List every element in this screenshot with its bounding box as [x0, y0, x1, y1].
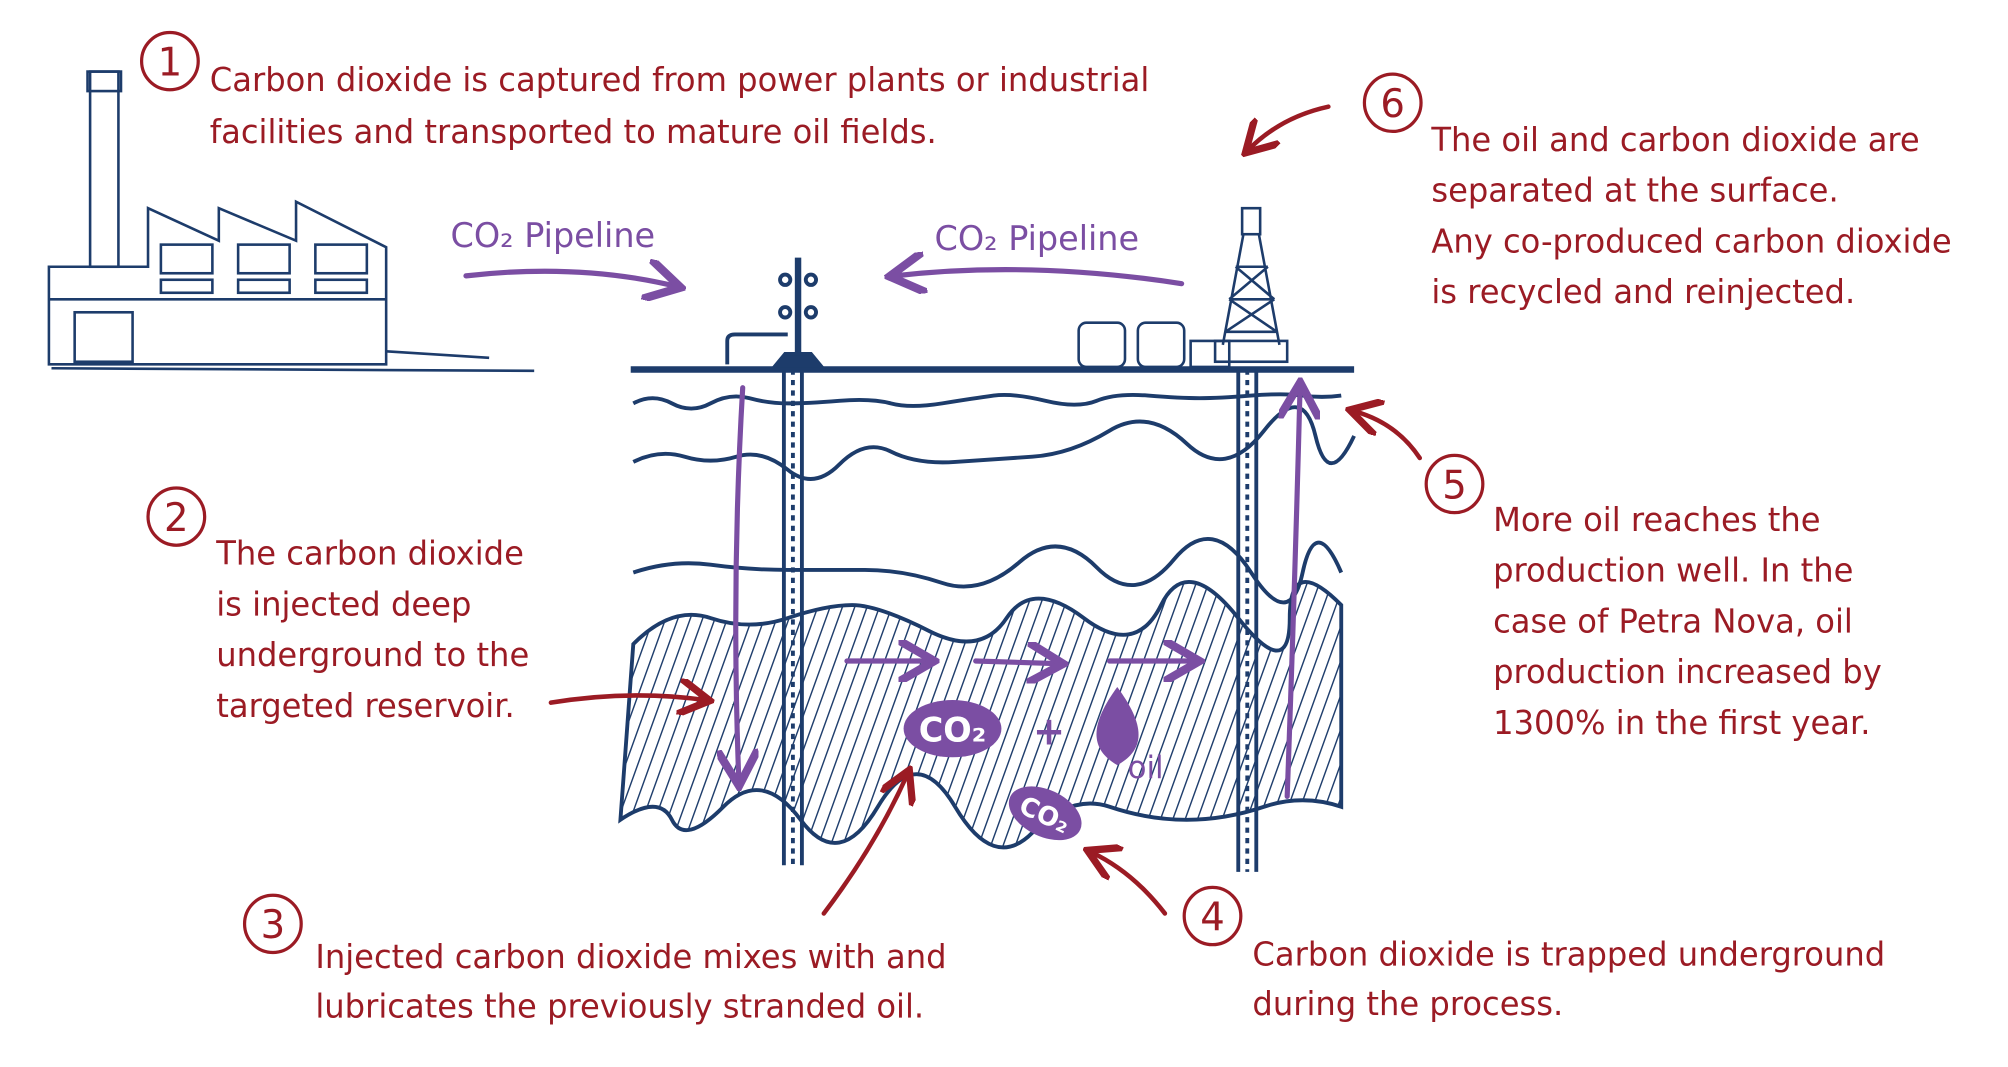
production-well	[1236, 369, 1259, 872]
injection-arrow	[736, 385, 743, 781]
pipeline-arrow-left	[463, 271, 676, 286]
step-2-text-line: underground to the	[216, 636, 529, 674]
step-5-text-line: 1300% in the first year.	[1493, 704, 1870, 742]
factory-icon	[47, 70, 535, 373]
step-3-number: 3	[261, 903, 286, 948]
step-5-text-line: production increased by	[1493, 653, 1882, 691]
step-2-text-line: is injected deep	[216, 585, 471, 623]
step-2-text-line: The carbon dioxide	[215, 535, 524, 573]
rock-strata	[632, 392, 1356, 605]
pointer-arrows	[548, 104, 1423, 916]
pipeline-arrow-right	[895, 270, 1185, 284]
step-5-text-line: production well. In the	[1493, 551, 1853, 589]
step-5-text-line: case of Petra Nova, oil	[1493, 602, 1853, 640]
step-5-text-line: More oil reaches the	[1493, 501, 1820, 539]
step-6-text-line: is recycled and reinjected.	[1431, 273, 1855, 311]
step-6-text-line: Any co-produced carbon dioxide	[1431, 222, 1951, 260]
flow-arrows	[463, 270, 1300, 799]
pipeline-label-left: CO₂ Pipeline	[451, 216, 656, 255]
step-number-badges	[139, 30, 1485, 955]
oil-drop-icon: oil	[1096, 687, 1164, 786]
production-arrow	[1287, 388, 1300, 799]
step-1-text-line: Carbon dioxide is captured from power pl…	[210, 61, 1150, 99]
step-1-number: 1	[158, 40, 183, 85]
step-4-text-line: Carbon dioxide is trapped underground	[1252, 935, 1885, 973]
wellhead-icon	[725, 257, 828, 372]
co2-cloud-icon: CO₂	[903, 700, 1002, 758]
plus-sign: +	[1033, 709, 1065, 754]
step-6-number: 6	[1380, 82, 1405, 127]
step-6-text-line: separated at the surface.	[1431, 172, 1838, 210]
step-3-text-line: lubricates the previously stranded oil.	[315, 987, 924, 1025]
storage-tank-icon	[1077, 321, 1231, 369]
step-4-text-line: during the process.	[1252, 985, 1563, 1023]
step-4-number: 4	[1200, 895, 1225, 940]
oil-label: oil	[1128, 750, 1164, 786]
step-2-text-line: targeted reservoir.	[216, 687, 514, 725]
pipeline-label-right: CO₂ Pipeline	[934, 219, 1139, 258]
step-3-text-line: Injected carbon dioxide mixes with and	[315, 938, 946, 976]
step-2-number: 2	[164, 496, 189, 541]
injection-well	[781, 369, 804, 866]
oil-derrick-icon	[1213, 206, 1289, 364]
step-1-text-line: facilities and transported to mature oil…	[210, 113, 937, 151]
co2-label: CO₂	[919, 711, 987, 750]
step-6-text-line: The oil and carbon dioxide are	[1430, 121, 1919, 159]
step-5-number: 5	[1442, 463, 1467, 508]
